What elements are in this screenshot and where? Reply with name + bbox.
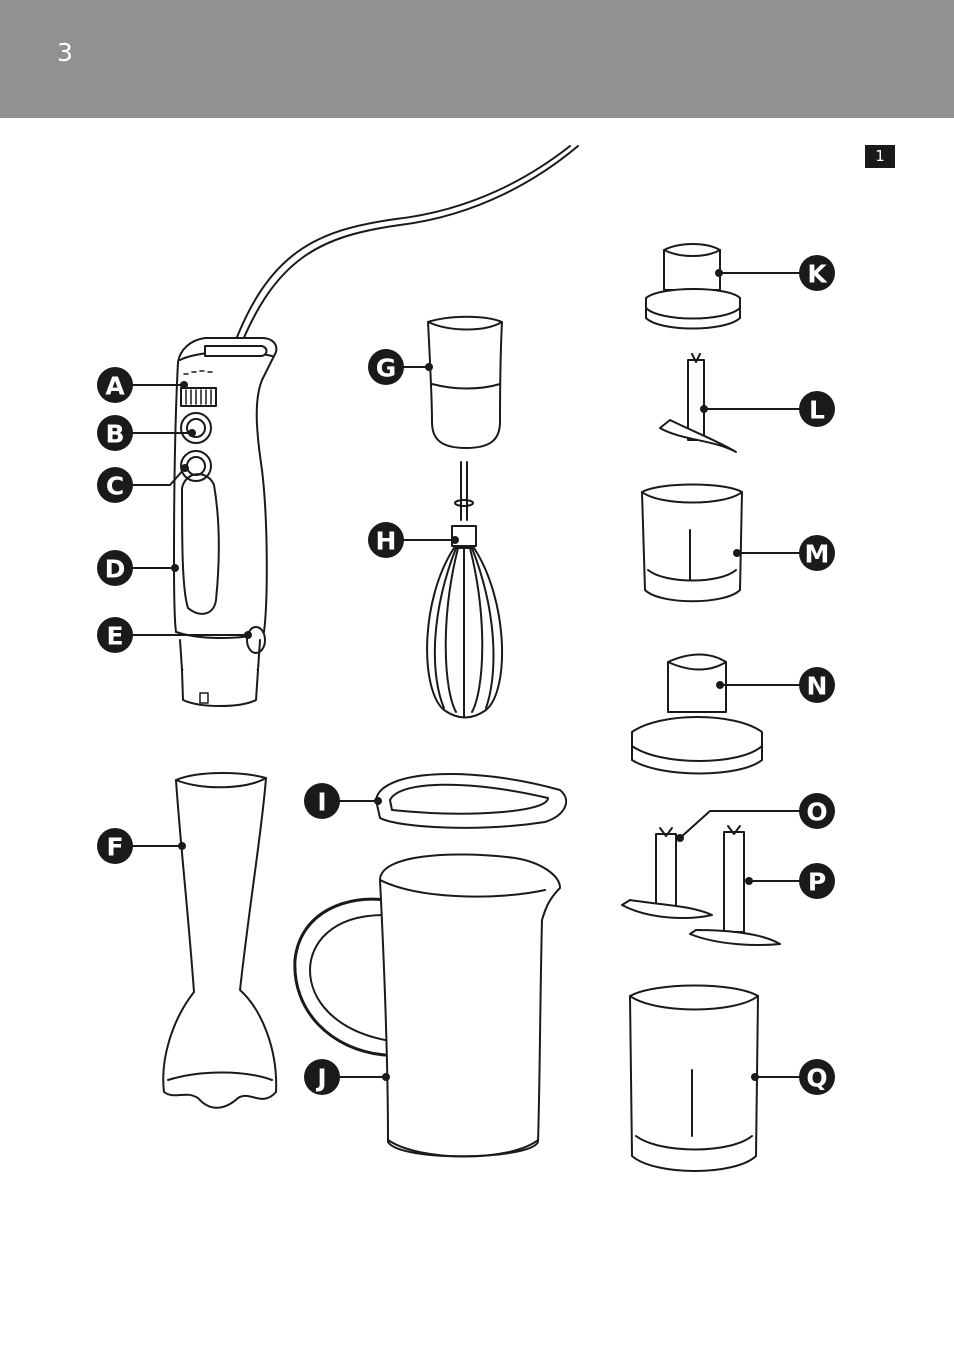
callout-A-label: A — [105, 372, 125, 401]
callout-M-label: M — [805, 540, 830, 569]
beaker-lid-illustration — [376, 774, 566, 828]
callout-L-label: L — [809, 396, 825, 425]
callout-F-label: F — [106, 833, 123, 862]
chopper-bowl-small-illustration — [642, 485, 742, 602]
beaker-illustration — [295, 854, 560, 1156]
callout-Q: Q — [799, 1059, 835, 1095]
callout-J-label: J — [315, 1064, 326, 1093]
callout-D-label: D — [105, 555, 126, 584]
callout-P: P — [799, 863, 835, 899]
callout-E-label: E — [106, 622, 123, 651]
chopper-bowl-large-illustration — [630, 986, 758, 1172]
callout-C-label: C — [106, 472, 124, 501]
callout-A: A — [97, 367, 133, 403]
callout-O-label: O — [806, 798, 827, 827]
callout-M: M — [799, 535, 835, 571]
callout-N: N — [799, 667, 835, 703]
callout-K: K — [799, 255, 835, 291]
mini-beaker-illustration — [428, 317, 502, 448]
whisk-illustration — [427, 462, 502, 718]
callout-I: I — [304, 783, 340, 819]
callout-N-label: N — [807, 672, 828, 701]
chopper-lid-small-illustration — [646, 244, 740, 329]
callout-B: B — [97, 415, 133, 451]
callout-Q-label: Q — [806, 1064, 827, 1093]
chopper-blade-large-illustration — [622, 826, 780, 945]
callout-H-label: H — [376, 527, 397, 556]
callout-O: O — [799, 793, 835, 829]
callout-H: H — [368, 522, 404, 558]
blender-shaft-illustration — [163, 773, 276, 1108]
callout-E: E — [97, 617, 133, 653]
chopper-lid-large-illustration — [632, 655, 762, 774]
callout-G-label: G — [376, 354, 397, 383]
callout-B-label: B — [105, 420, 124, 449]
motor-unit-illustration — [174, 146, 578, 706]
callout-I-label: I — [317, 788, 326, 817]
callout-D: D — [97, 550, 133, 586]
chopper-blade-small-illustration — [660, 354, 736, 452]
callout-L: L — [799, 391, 835, 427]
callout-J: J — [304, 1059, 340, 1095]
callout-K-label: K — [807, 260, 828, 289]
callout-G: G — [368, 349, 404, 385]
callout-P-label: P — [808, 868, 826, 897]
callout-F: F — [97, 828, 133, 864]
callout-C: C — [97, 467, 133, 503]
